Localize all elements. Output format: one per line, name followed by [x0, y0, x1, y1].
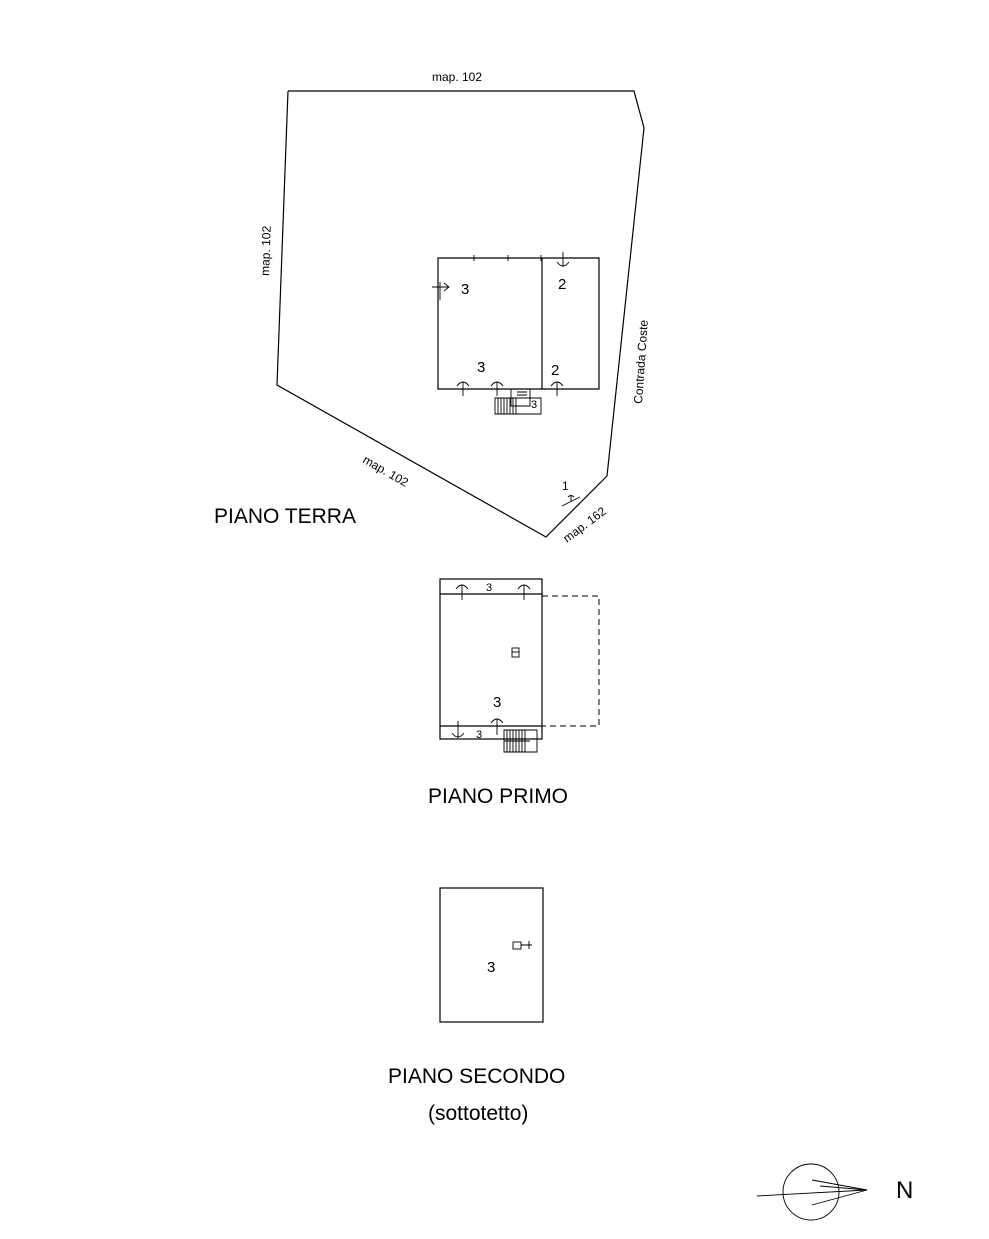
ground-room-left-lower: 3 — [477, 359, 485, 376]
parcel-label-top: map. 102 — [432, 70, 482, 84]
second-floor-building: 3 — [439, 887, 544, 1023]
first-floor-title: PIANO PRIMO — [428, 785, 568, 808]
ground-room-right-lower: 2 — [551, 362, 559, 379]
door-arrow-icon — [432, 282, 450, 292]
parcel-boundary — [276, 90, 645, 538]
second-floor-title: PIANO SECONDO — [388, 1065, 565, 1088]
first-floor-dashed-terrace — [542, 595, 600, 727]
first-floor-building: 3 3 3 — [439, 578, 600, 753]
site-parcel: map. 102 map. 102 map. 102 map. 162 Cont… — [258, 70, 651, 545]
north-arrow-icon — [756, 1163, 868, 1221]
second-floor-subtitle: (sottotetto) — [428, 1102, 528, 1125]
ground-floor-outline — [437, 257, 600, 390]
chimney-icon — [511, 647, 520, 658]
door-arc-icon — [451, 584, 531, 738]
ground-stair-room-number: 3 — [531, 399, 537, 411]
entrance-room-number: 1 — [562, 479, 569, 493]
chimney-icon — [512, 941, 532, 950]
parcel-label-corner: map. 162 — [560, 504, 609, 545]
entrance-arrow-icon — [561, 495, 581, 507]
ground-stair-icon — [494, 389, 542, 415]
ground-floor-title: PIANO TERRA — [214, 505, 356, 528]
first-floor-main-room-number: 3 — [493, 694, 501, 711]
door-arc-icon — [456, 252, 570, 396]
first-floor-top-room-number: 3 — [486, 582, 492, 594]
second-floor-room-number: 3 — [487, 959, 495, 976]
first-floor-stair-icon — [503, 729, 538, 753]
first-floor-outline — [439, 578, 543, 740]
parcel-label-bottom: map. 102 — [361, 452, 412, 489]
north-label: N — [896, 1177, 913, 1204]
ground-room-right-upper: 2 — [558, 276, 566, 293]
parcel-label-left: map. 102 — [258, 225, 274, 276]
second-floor-outline — [439, 887, 544, 1023]
ground-floor-building: 3 3 2 3 2 — [432, 252, 600, 415]
ground-room-left-upper: 3 — [461, 281, 469, 298]
road-label: Contrada Coste — [631, 319, 651, 404]
first-floor-balcony-room-number: 3 — [476, 729, 482, 741]
wall-stub — [439, 255, 542, 300]
